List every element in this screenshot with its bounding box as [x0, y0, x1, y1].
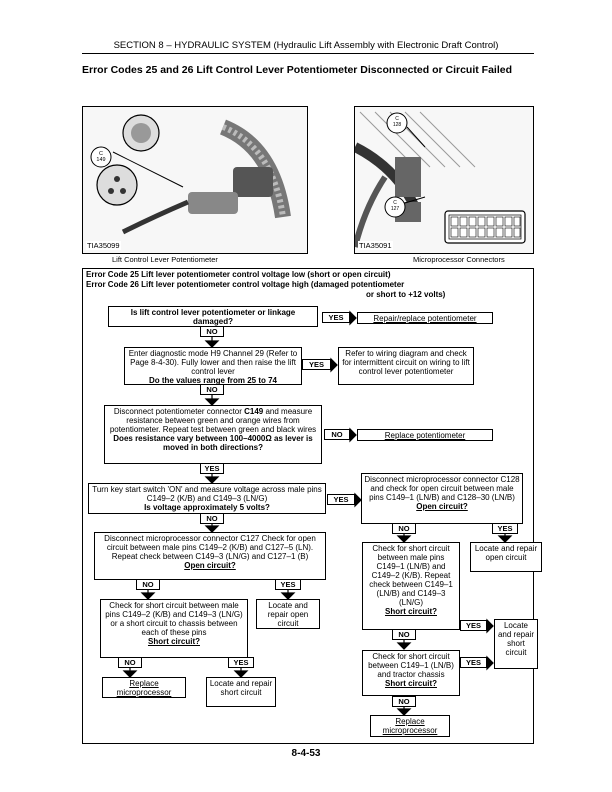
step-9-no-text: Replace microprocessor: [382, 717, 438, 735]
step-3-box: Disconnect potentiometer connector C149 …: [104, 405, 322, 464]
replace-potentiometer-box: Replace potentiometer: [357, 429, 493, 441]
step-6-yes-text: Locate and repair open circuit: [267, 601, 309, 628]
step-2-yes-label: YES: [302, 359, 331, 370]
step-6-box: Disconnect microprocessor connector C127…: [94, 532, 326, 580]
step-7-box: Check for short circuit between male pin…: [100, 599, 248, 658]
step-5-yes-text: Locate and repair open circuit: [474, 544, 538, 562]
step-4-text: Turn key start switch 'ON' and measure v…: [92, 485, 322, 503]
left-figure-id: TIA35099: [86, 241, 121, 250]
step-8-box: Check for short circuit between male pin…: [362, 542, 460, 630]
step-1-no-label: NO: [200, 326, 224, 337]
c127-callout: C 127: [390, 200, 400, 212]
step-7-no-box: Replace microprocessor: [102, 677, 186, 698]
step-6-text: Disconnect microprocessor connector C127…: [104, 534, 316, 561]
page-title: Error Codes 25 and 26 Lift Control Lever…: [82, 64, 513, 76]
step-3-no-label: NO: [324, 429, 350, 440]
step-7-no-label: NO: [118, 657, 142, 668]
step-6-question: Open circuit?: [184, 561, 236, 570]
step-9-no-label: NO: [392, 696, 416, 707]
step-2-box: Enter diagnostic mode H9 Channel 29 (Ref…: [124, 347, 302, 385]
step-2-no-label: NO: [200, 384, 224, 395]
potentiometer-illustration: [83, 107, 307, 253]
step-5-yes-label: YES: [492, 523, 518, 534]
step-4-box: Turn key start switch 'ON' and measure v…: [88, 483, 326, 514]
page-number: 8-4-53: [291, 748, 321, 759]
error-code-26-cont: or short to +12 volts): [366, 290, 446, 299]
error-code-26: Error Code 26 Lift lever potentiometer c…: [86, 280, 405, 289]
step-7-no-text: Replace microprocessor: [116, 679, 172, 697]
step-4-question: Is voltage approximately 5 volts?: [144, 503, 270, 512]
step-4-no-label: NO: [200, 513, 224, 524]
step-7-yes-label: YES: [228, 657, 254, 668]
step-8-text: Check for short circuit between male pin…: [369, 544, 453, 607]
step-8-question: Short circuit?: [384, 607, 437, 616]
step-8-no-label: NO: [392, 629, 416, 640]
step-9-yes-label: YES: [460, 657, 487, 668]
step-6-no-label: NO: [136, 579, 160, 590]
header-rule: [82, 53, 534, 54]
step-3-connector: C149: [244, 407, 264, 416]
step-1-box: Is lift control lever potentiometer or l…: [108, 306, 318, 327]
step-8-yes-label: YES: [460, 620, 487, 631]
step-9-text: Check for short circuit between C149–1 (…: [368, 652, 454, 679]
potentiometer-figure: C 149 TIA35099: [82, 106, 308, 254]
replace-potentiometer-text: Replace potentiometer: [384, 431, 466, 440]
right-figure-caption: Microprocessor Connectors: [413, 255, 505, 264]
step-2-question: Do the values range from 25 to 74: [148, 376, 278, 385]
step-8-yes-box: Locate and repair short circuit: [494, 619, 538, 669]
step-5-box: Disconnect microprocessor connector C128…: [361, 473, 523, 524]
step-6-yes-box: Locate and repair open circuit: [256, 599, 320, 629]
step-9-box: Check for short circuit between C149–1 (…: [362, 650, 460, 696]
microprocessor-illustration: [355, 107, 533, 253]
step-3-question: Does resistance vary between 100–4000Ω a…: [113, 434, 313, 452]
step-7-text: Check for short circuit between male pin…: [105, 601, 243, 637]
error-code-25: Error Code 25 Lift lever potentiometer c…: [86, 270, 391, 279]
check-intermittent-box: Refer to wiring diagram and check for in…: [338, 347, 474, 385]
step-9-no-box: Replace microprocessor: [370, 715, 450, 737]
repair-replace-potentiometer-box: Repair/replace potentiometer: [357, 312, 493, 324]
c149-callout: C 149: [96, 151, 106, 163]
step-1-yes-label: YES: [322, 312, 350, 323]
step-1-question: Is lift control lever potentiometer or l…: [130, 308, 296, 326]
step-5-yes-box: Locate and repair open circuit: [470, 542, 542, 572]
step-3-text-a: Disconnect potentiometer connector: [113, 407, 245, 416]
left-figure-caption: Lift Control Lever Potentiometer: [112, 255, 218, 264]
step-5-question: Open circuit?: [416, 502, 468, 511]
section-header: SECTION 8 – HYDRAULIC SYSTEM (Hydraulic …: [113, 40, 499, 51]
step-5-no-label: NO: [392, 523, 416, 534]
step-7-yes-text: Locate and repair short circuit: [209, 679, 273, 697]
step-8-yes-text: Locate and repair short circuit: [497, 621, 535, 657]
step-6-yes-label: YES: [275, 579, 301, 590]
step-9-question: Short circuit?: [384, 679, 437, 688]
c128-callout: C 128: [392, 116, 402, 128]
step-3-yes-label: YES: [200, 463, 224, 474]
right-figure-id: TIA35091: [358, 241, 393, 250]
step-2-text: Enter diagnostic mode H9 Channel 29 (Ref…: [128, 349, 298, 376]
step-5-text: Disconnect microprocessor connector C128…: [364, 475, 520, 502]
flowchart-panel: [82, 268, 534, 744]
step-7-yes-box: Locate and repair short circuit: [206, 677, 276, 707]
microprocessor-figure: C 128 C 127 TIA35091: [354, 106, 534, 254]
repair-replace-potentiometer-text: Repair/replace potentiometer: [373, 314, 477, 323]
step-4-yes-label: YES: [327, 494, 355, 505]
check-intermittent-text: Refer to wiring diagram and check for in…: [342, 349, 470, 376]
step-3-text-b: and measure resistance between green and…: [109, 407, 317, 434]
step-7-question: Short circuit?: [147, 637, 200, 646]
